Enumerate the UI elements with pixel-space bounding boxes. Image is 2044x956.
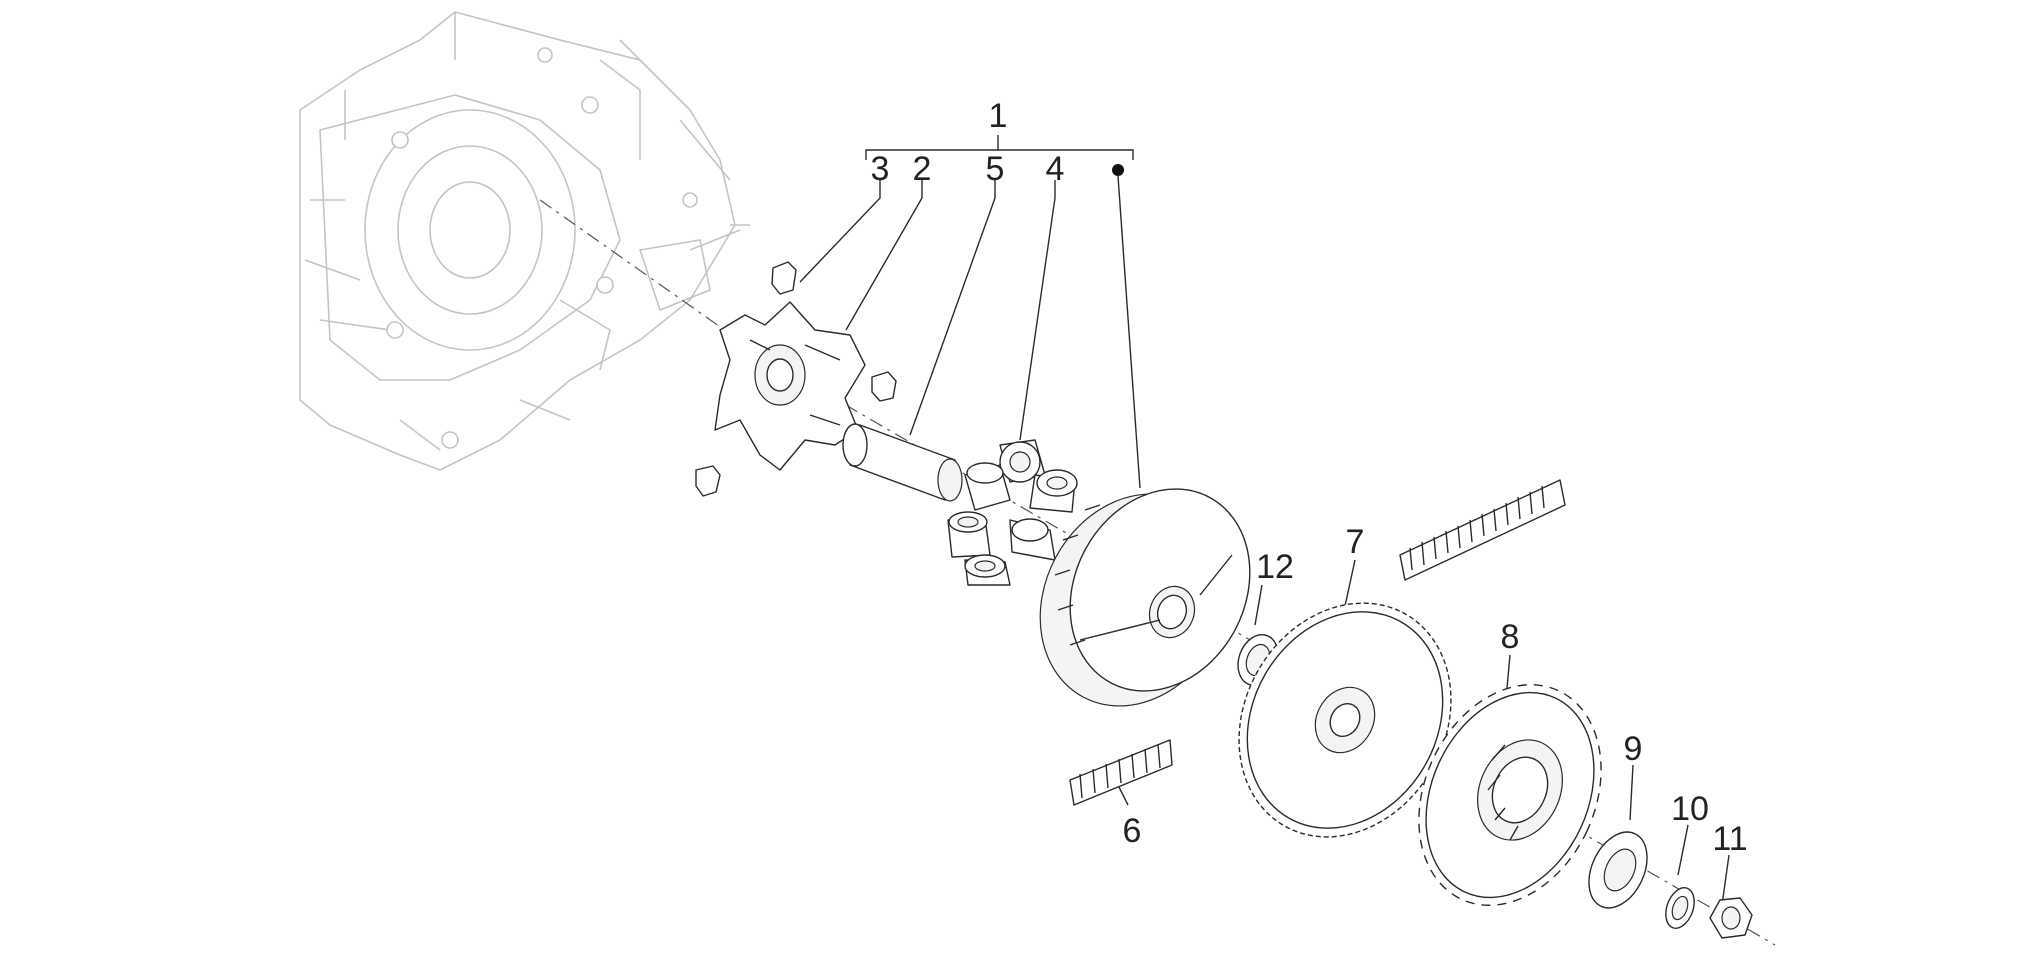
hub-washer-part bbox=[1588, 831, 1648, 909]
ramp-plate-part bbox=[714, 301, 866, 471]
leader-lines bbox=[799, 175, 1730, 906]
thin-washer-part bbox=[1665, 887, 1695, 929]
callout-11: 11 bbox=[1712, 820, 1747, 858]
callout-10: 10 bbox=[1671, 790, 1709, 828]
movable-pulley-part bbox=[1039, 488, 1251, 707]
drive-belt-part bbox=[1069, 479, 1566, 806]
group-bracket bbox=[865, 135, 1134, 176]
bullet-marker bbox=[1112, 164, 1124, 176]
callout-6: 6 bbox=[1123, 812, 1142, 850]
bushing-part bbox=[842, 423, 963, 502]
rollers-part bbox=[947, 439, 1078, 586]
nut-part bbox=[1709, 897, 1753, 939]
callout-labels: 1 3 2 5 4 12 7 8 9 10 11 6 bbox=[871, 97, 1748, 858]
callout-1: 1 bbox=[989, 97, 1008, 135]
callout-5: 5 bbox=[986, 150, 1005, 188]
callout-2: 2 bbox=[913, 150, 932, 188]
slider-piece-part bbox=[695, 261, 897, 497]
callout-9: 9 bbox=[1624, 730, 1643, 768]
callout-12: 12 bbox=[1256, 548, 1294, 586]
callout-7: 7 bbox=[1346, 523, 1365, 561]
engine-crankcase-ghost bbox=[299, 11, 750, 471]
callout-4: 4 bbox=[1046, 150, 1065, 188]
fixed-pulley-part bbox=[1418, 684, 1602, 906]
callout-3: 3 bbox=[871, 150, 890, 188]
starter-gear-part bbox=[1238, 602, 1452, 838]
callout-8: 8 bbox=[1501, 618, 1520, 656]
